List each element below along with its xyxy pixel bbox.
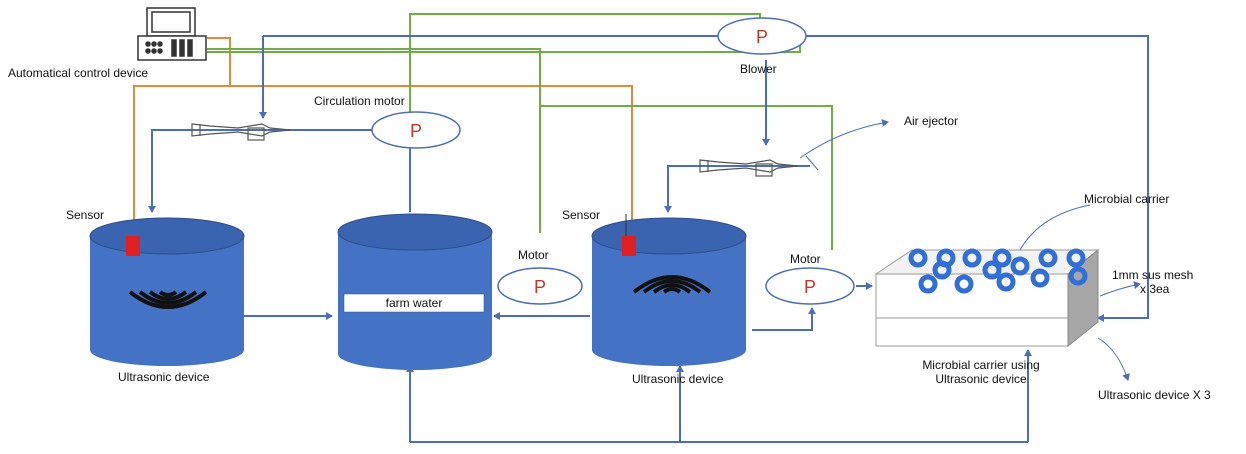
- pump-symbol: P: [756, 27, 768, 47]
- label-sensor-left: Sensor: [66, 208, 105, 222]
- label-ultrasonic-x3: Ultrasonic device X 3: [1098, 388, 1211, 402]
- label-sensor-mid: Sensor: [562, 208, 601, 222]
- label-microbial-carrier: Microbial carrier: [1084, 192, 1170, 206]
- label-ultrasonic-left: Ultrasonic device: [118, 370, 210, 384]
- tank-ultrasonic-left: [89, 217, 245, 366]
- label-sus-mesh-1: 1mm sus mesh: [1112, 268, 1194, 282]
- label-carrier-device-2: Ultrasonic device: [935, 372, 1027, 386]
- computer-icon: [137, 7, 207, 61]
- pump-icon: [371, 17, 855, 305]
- ultrasonic-wave-icon: [632, 275, 712, 294]
- label-control-device: Automatical control device: [8, 66, 149, 80]
- label-circulation-motor: Circulation motor: [314, 94, 405, 108]
- tank-farm-water: [337, 213, 493, 370]
- label-air-ejector: Air ejector: [904, 114, 959, 128]
- tank-ultrasonic-mid: [591, 214, 747, 366]
- label-motor-left: Motor: [518, 248, 549, 262]
- label-carrier-device-1: Microbial carrier using: [922, 358, 1040, 372]
- pump-symbols: P P P P: [410, 27, 816, 297]
- label-sus-mesh-2: x 3ea: [1140, 282, 1170, 296]
- label-farm-water: farm water: [385, 296, 443, 310]
- air-ejector-icon: [191, 123, 799, 177]
- blue-pipes: [148, 35, 1149, 443]
- ultrasonic-wave-icon: [128, 290, 208, 309]
- label-motor-right: Motor: [790, 252, 821, 266]
- pump-symbol: P: [534, 277, 546, 297]
- sensor-mid: [622, 236, 636, 256]
- carrier-rings: [908, 248, 1088, 294]
- orange-control-wires: [133, 37, 633, 236]
- microbial-carrier-box: [874, 248, 1100, 348]
- pump-symbol: P: [410, 121, 422, 141]
- label-ultrasonic-mid: Ultrasonic device: [632, 372, 724, 386]
- sensor-left: [126, 236, 140, 256]
- pump-symbol: P: [804, 277, 816, 297]
- callout-lines: [799, 119, 1141, 381]
- label-blower: Blower: [740, 62, 777, 76]
